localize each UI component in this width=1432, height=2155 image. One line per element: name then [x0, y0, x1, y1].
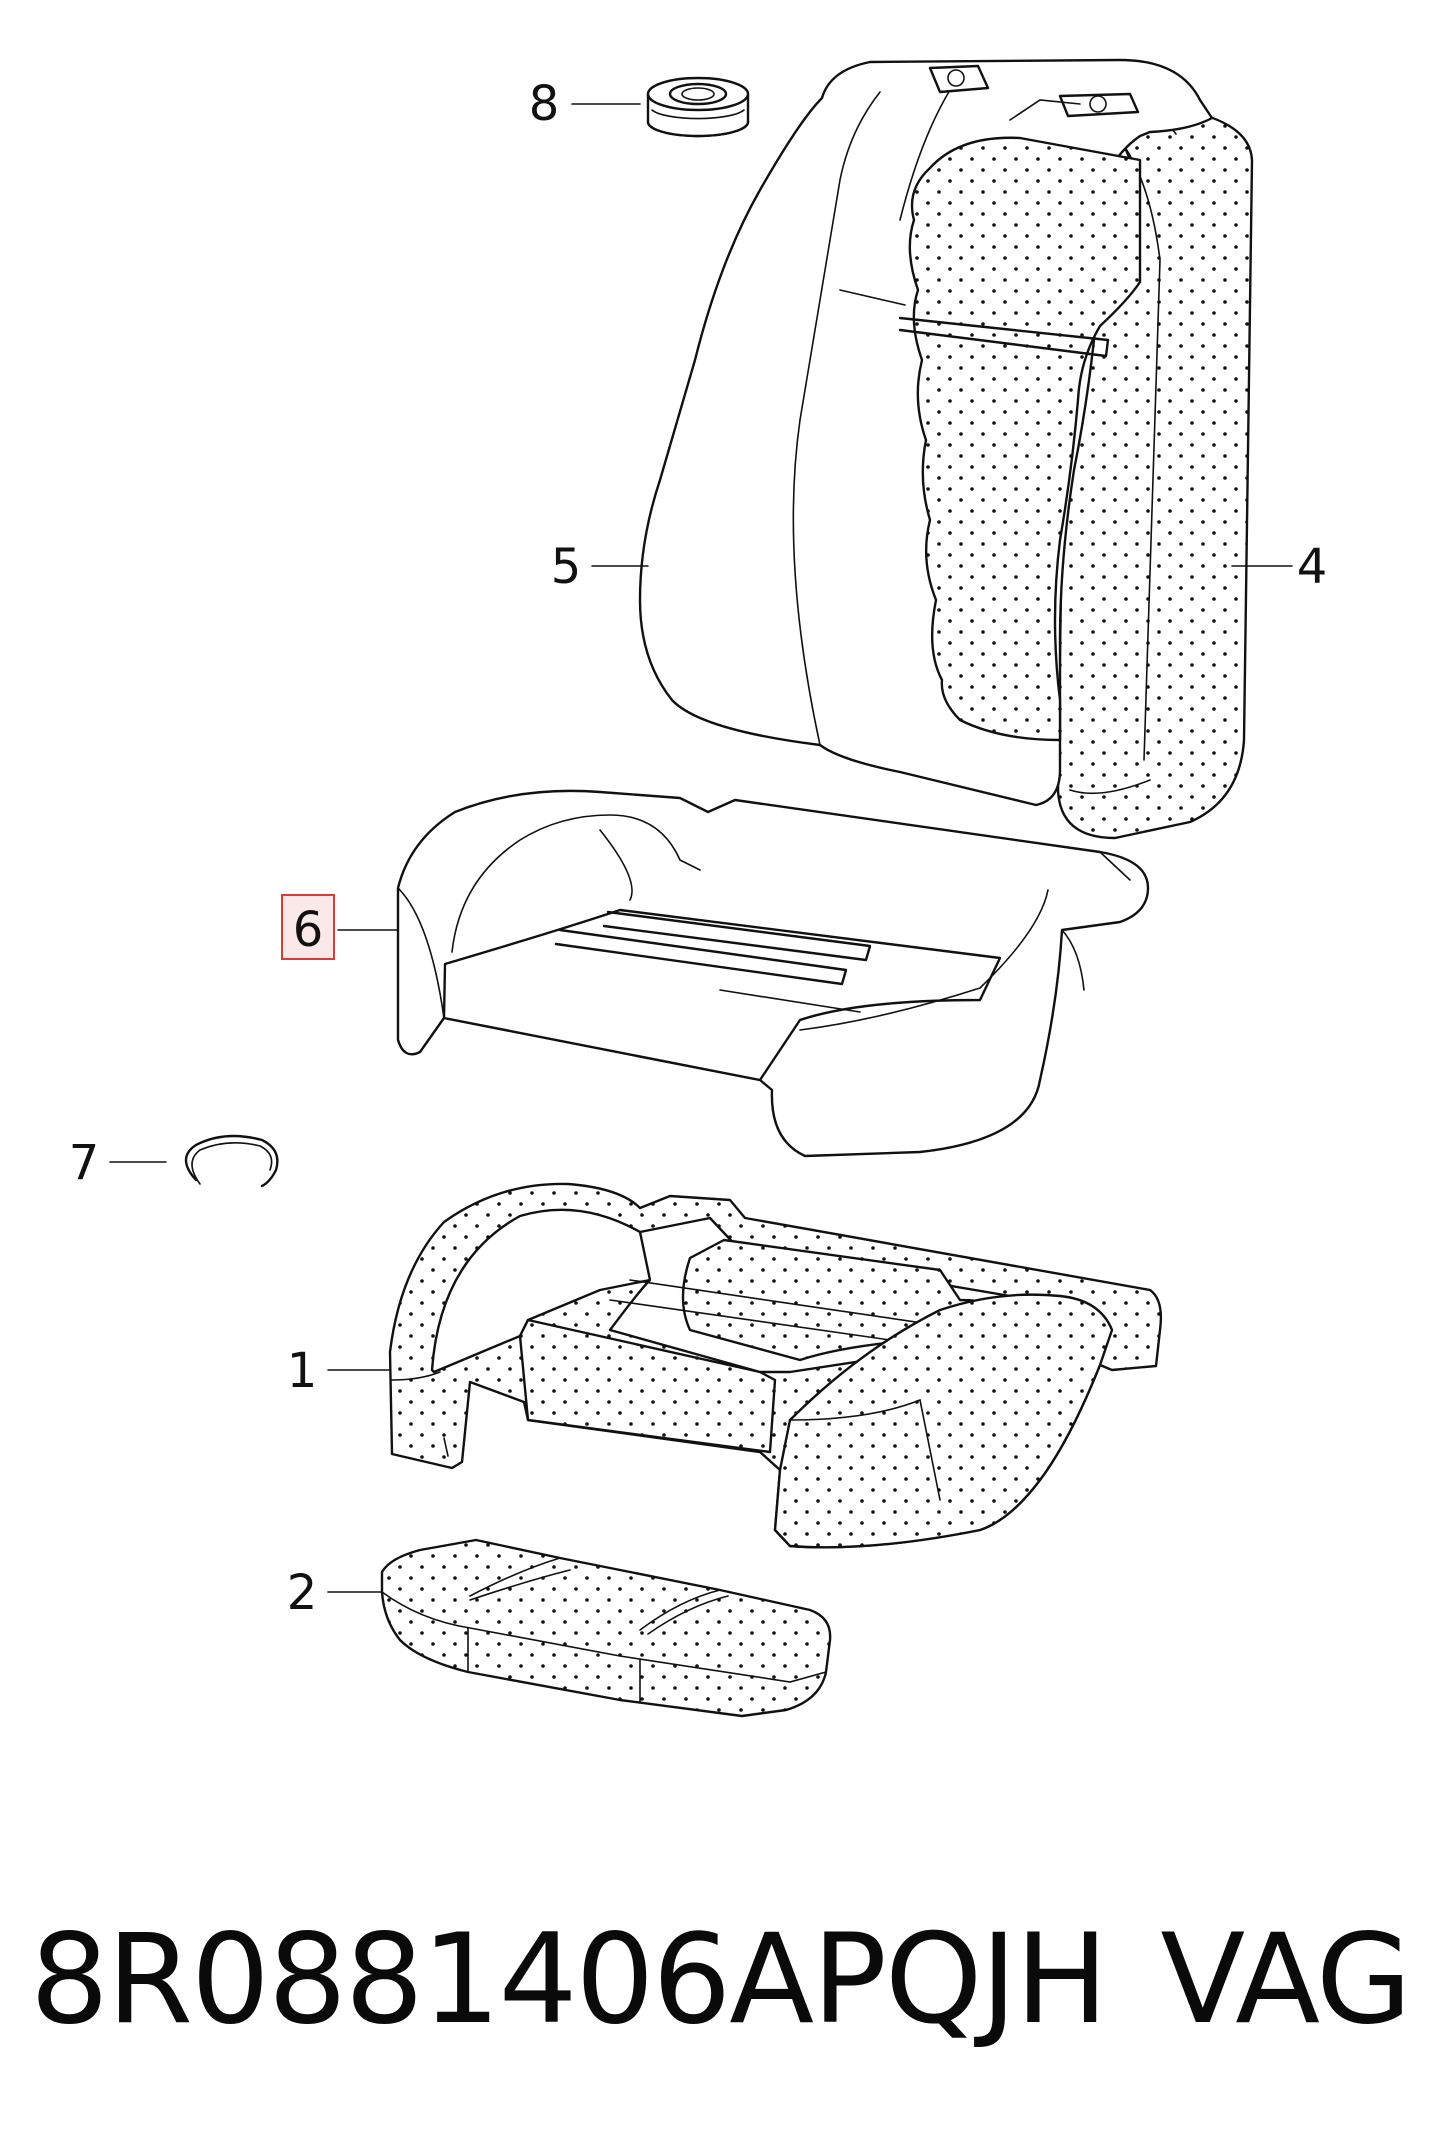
- callout-1-label: 1: [287, 1343, 318, 1399]
- part-6-seat-cushion-cover: [396, 789, 1150, 1158]
- callout-4[interactable]: 4: [1297, 539, 1328, 595]
- callout-5-label: 5: [551, 539, 582, 595]
- part-8-grommet: [646, 76, 750, 138]
- callout-4-label: 4: [1297, 539, 1328, 595]
- leader-lines: [109, 103, 1293, 1593]
- callout-6[interactable]: 6: [281, 894, 335, 960]
- part-number: 8R0881406APQJH: [30, 1908, 1108, 2052]
- callout-2[interactable]: 2: [287, 1565, 318, 1621]
- callout-5[interactable]: 5: [551, 539, 582, 595]
- part-5-backrest-cover: [638, 58, 1214, 807]
- callout-8-label: 8: [529, 76, 560, 132]
- callout-7[interactable]: 7: [69, 1135, 100, 1191]
- callout-7-label: 7: [69, 1135, 100, 1191]
- manufacturer-label: VAG: [1160, 1908, 1412, 2052]
- callout-1[interactable]: 1: [287, 1343, 318, 1399]
- callout-8[interactable]: 8: [529, 76, 560, 132]
- callout-6-highlight-box: [281, 894, 335, 960]
- part-1-seat-cushion-foam: [388, 1182, 1163, 1549]
- part-number-footer: 8R0881406APQJH VAG: [30, 1905, 1412, 2055]
- callout-2-label: 2: [287, 1565, 318, 1621]
- part-2-seat-cushion-insert: [380, 1538, 832, 1718]
- callout-6-label: 6: [293, 902, 324, 958]
- part-7-retaining-ring: [184, 1134, 279, 1188]
- exploded-seat-diagram: 8 5 4 6 7 1 2: [69, 58, 1328, 1718]
